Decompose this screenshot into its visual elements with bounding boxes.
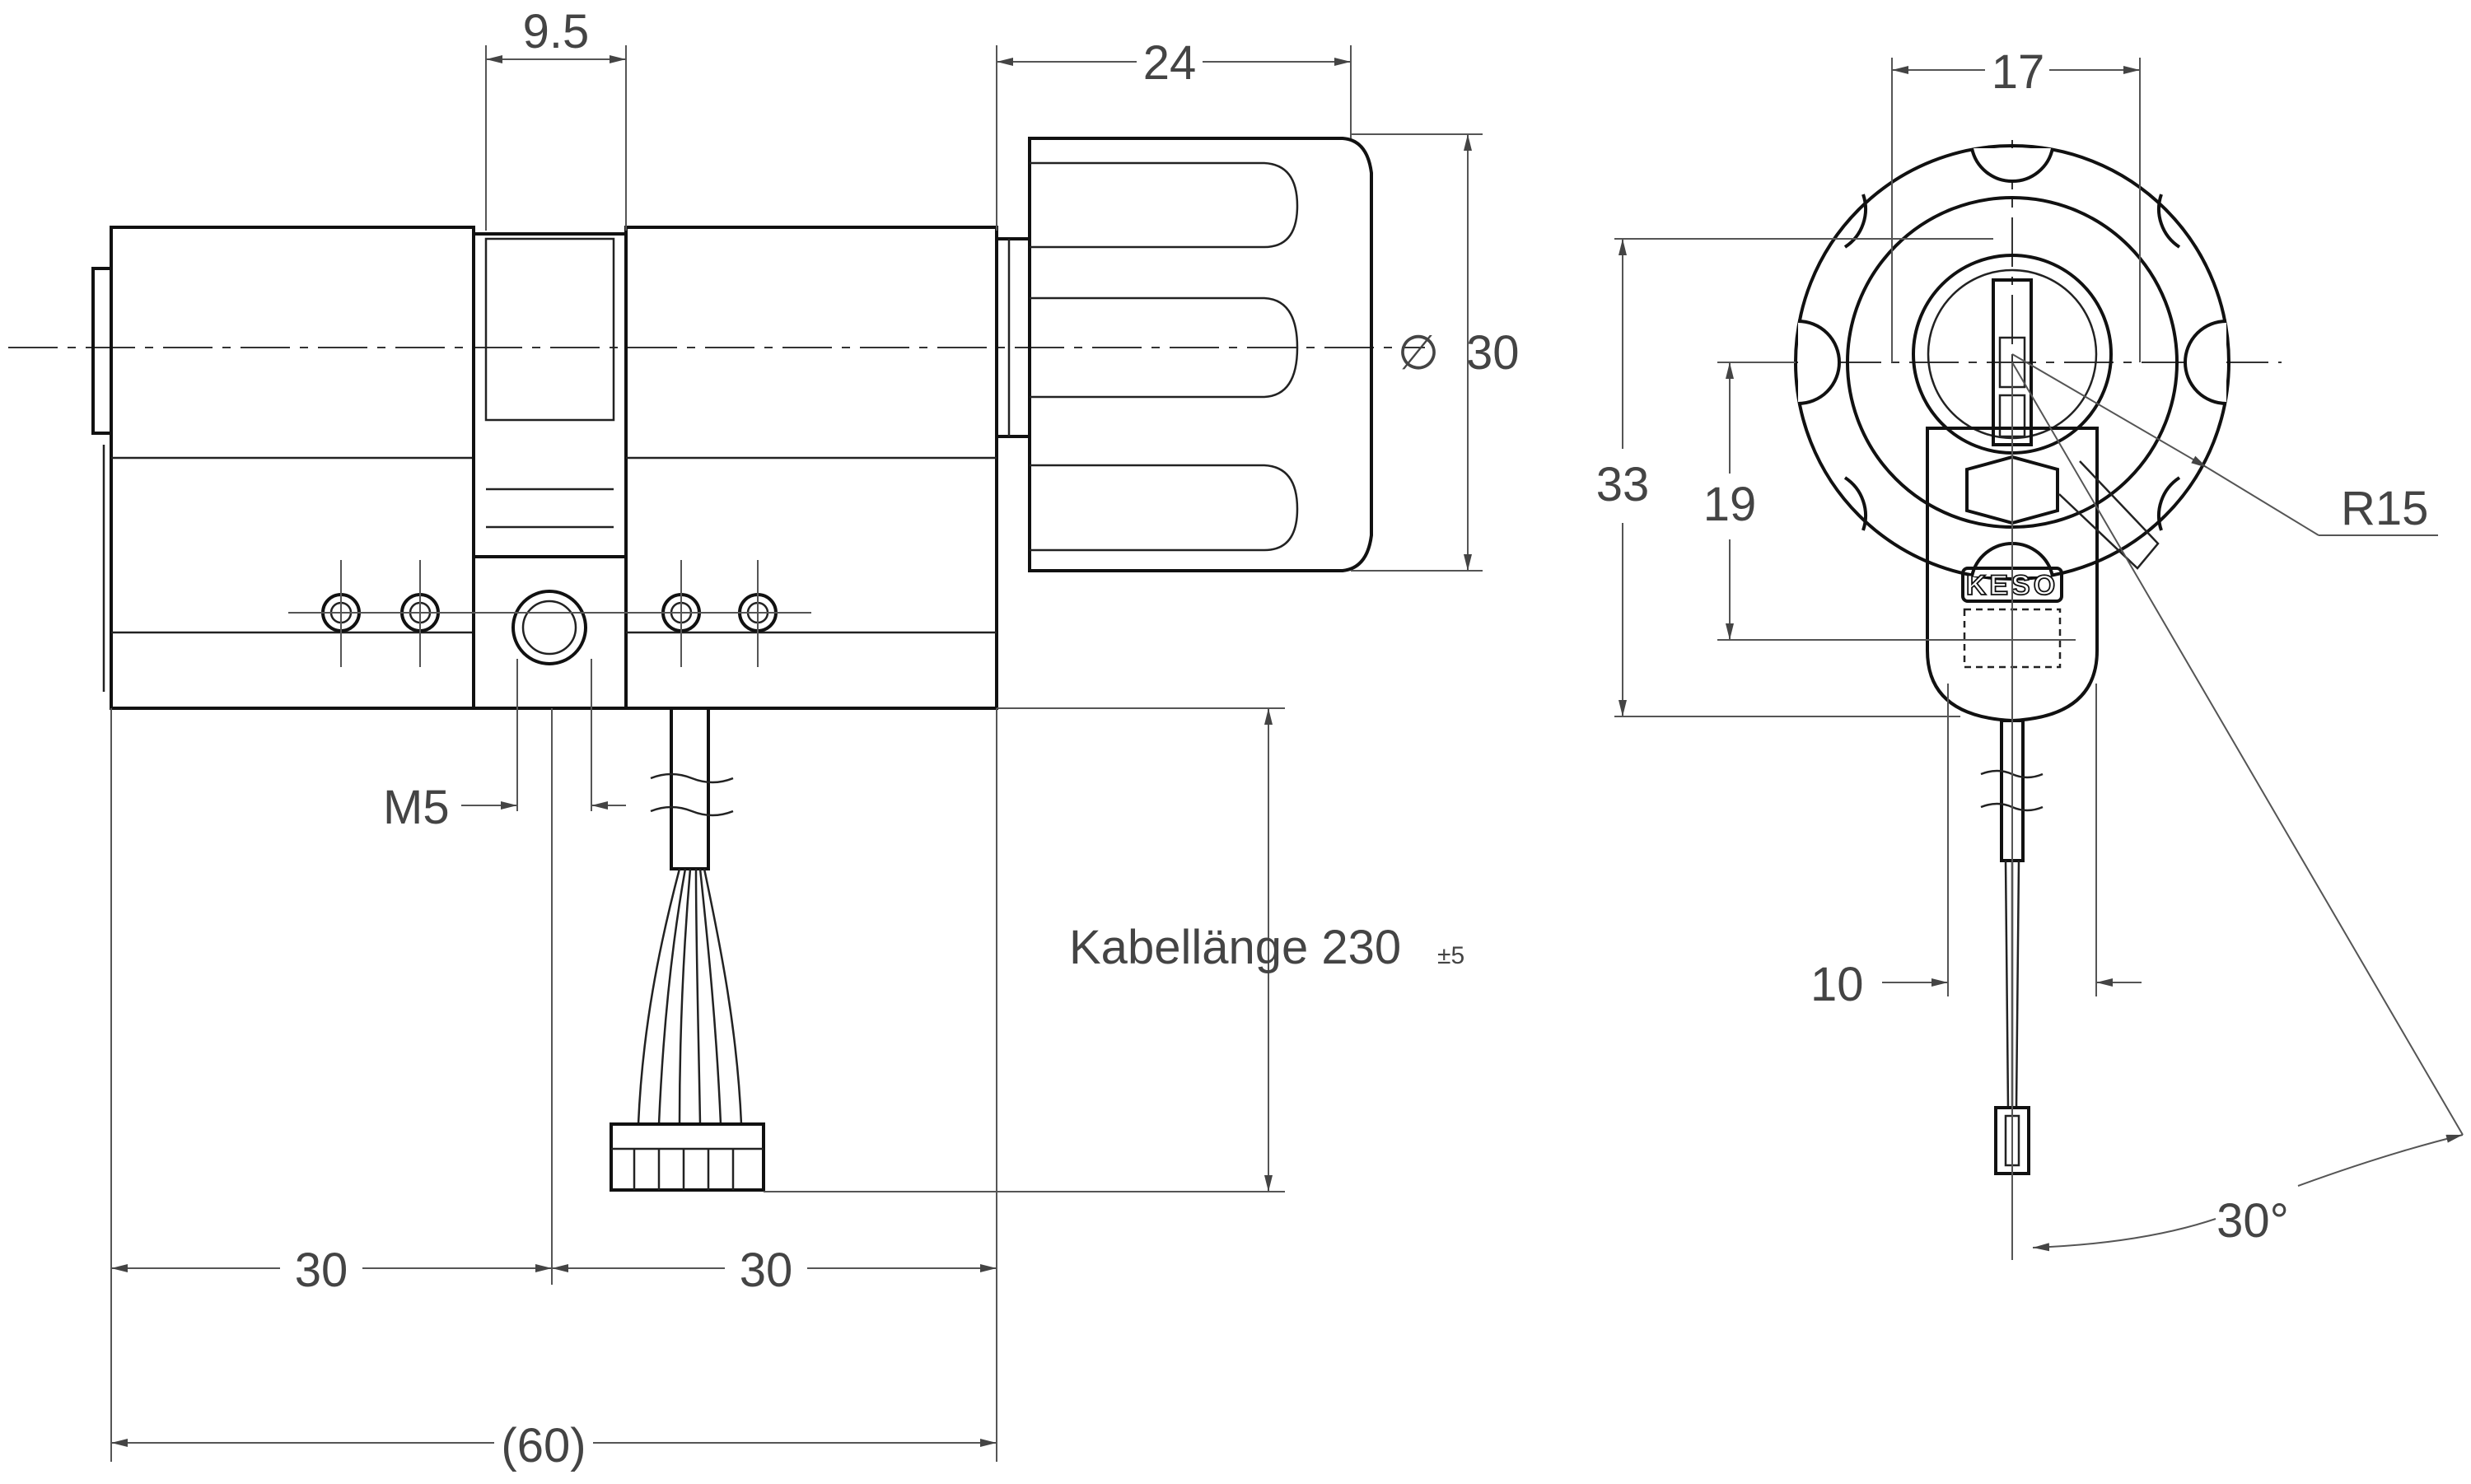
dim-cable-offset-label: 10 bbox=[1810, 958, 1864, 1011]
thumb-turn-knob bbox=[1028, 137, 1373, 572]
pin-holes bbox=[288, 560, 811, 667]
dim-lengths: 30 30 (60) bbox=[110, 708, 997, 1472]
dim-height-axis-label: 19 bbox=[1703, 478, 1757, 531]
right-cylinder-body bbox=[624, 226, 1031, 710]
dim-radius: R15 bbox=[2011, 353, 2438, 536]
front-view: KESO 17 33 bbox=[1596, 45, 2464, 1260]
keso-brand-logo: KESO bbox=[1966, 570, 2058, 601]
m5-screw-hole bbox=[511, 590, 587, 665]
dim-knob-length-label: 24 bbox=[1143, 36, 1197, 90]
dim-groove-width: 9.5 bbox=[485, 5, 627, 231]
cam-section bbox=[472, 232, 628, 710]
left-cylinder-body bbox=[91, 226, 475, 710]
cable bbox=[637, 707, 743, 1125]
dim-knob-diameter-label: 30 bbox=[1466, 326, 1520, 380]
dim-height-total-label: 33 bbox=[1596, 458, 1650, 511]
dim-left-length-label: 30 bbox=[295, 1244, 348, 1297]
dim-knob-diameter: ∅ 30 bbox=[1351, 133, 1520, 572]
dim-height-total: 33 bbox=[1596, 238, 1993, 717]
dim-thread-label: M5 bbox=[383, 781, 450, 834]
dim-groove-width-label: 9.5 bbox=[523, 5, 590, 58]
diameter-symbol: ∅ bbox=[1398, 326, 1440, 380]
dim-width: 17 bbox=[1891, 45, 2141, 362]
dim-right-length-label: 30 bbox=[740, 1244, 793, 1297]
dim-knob-length: 24 bbox=[996, 36, 1352, 231]
cam-body: KESO bbox=[1926, 427, 2160, 723]
side-view: 9.5 24 ∅ 30 M5 bbox=[8, 5, 1520, 1472]
dim-cable-offset: 10 bbox=[1810, 684, 2142, 1011]
dim-cable-length: Kabellänge 230 ±5 bbox=[764, 707, 1464, 1192]
dim-width-label: 17 bbox=[1992, 45, 2045, 99]
dim-total-length-label: (60) bbox=[501, 1419, 586, 1472]
dim-height-axis: 19 bbox=[1703, 362, 2076, 641]
dim-thread: M5 bbox=[383, 659, 626, 834]
dim-radius-label: R15 bbox=[2341, 482, 2428, 535]
dim-cable-length-label: Kabellänge 230 bbox=[1069, 921, 1401, 974]
dim-cable-length-tolerance: ±5 bbox=[1437, 942, 1464, 969]
cable-connector bbox=[610, 1122, 765, 1192]
dim-angle-label: 30° bbox=[2216, 1194, 2289, 1248]
dim-angle: 30° bbox=[2011, 362, 2464, 1260]
